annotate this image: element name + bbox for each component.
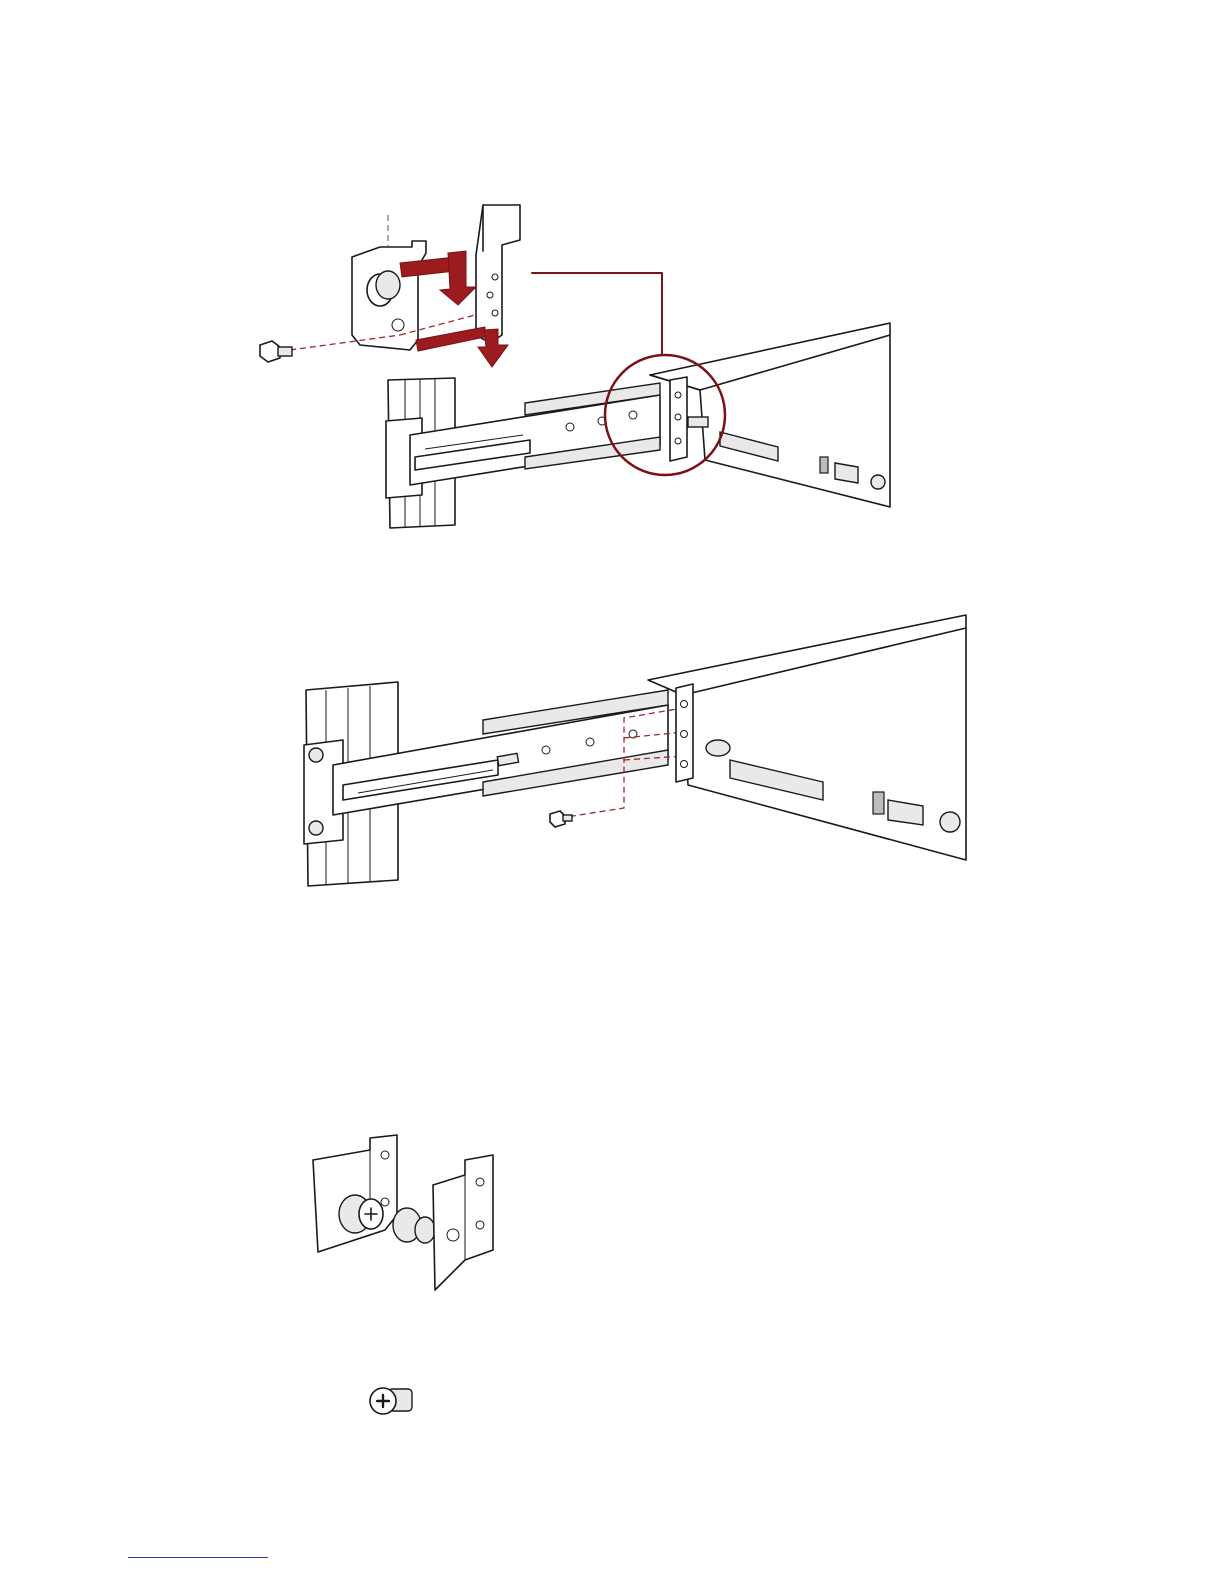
figure-screw-part [368,1382,418,1420]
bracket-attach-illustration [240,195,900,540]
rail-mount-illustration [298,610,968,890]
figure-rail-screw-mount [298,610,968,890]
phillips-screw-icon [368,1382,418,1420]
red-arrow-lower [416,327,485,351]
screw-icon [260,341,292,362]
thumbscrew-bracket-pair [305,1130,505,1295]
rail-screw-icon [550,811,572,827]
figure-bracket-attach-detail [240,195,900,540]
figure-bracket-parts [305,1130,505,1295]
footer-link-rule [128,1557,268,1558]
